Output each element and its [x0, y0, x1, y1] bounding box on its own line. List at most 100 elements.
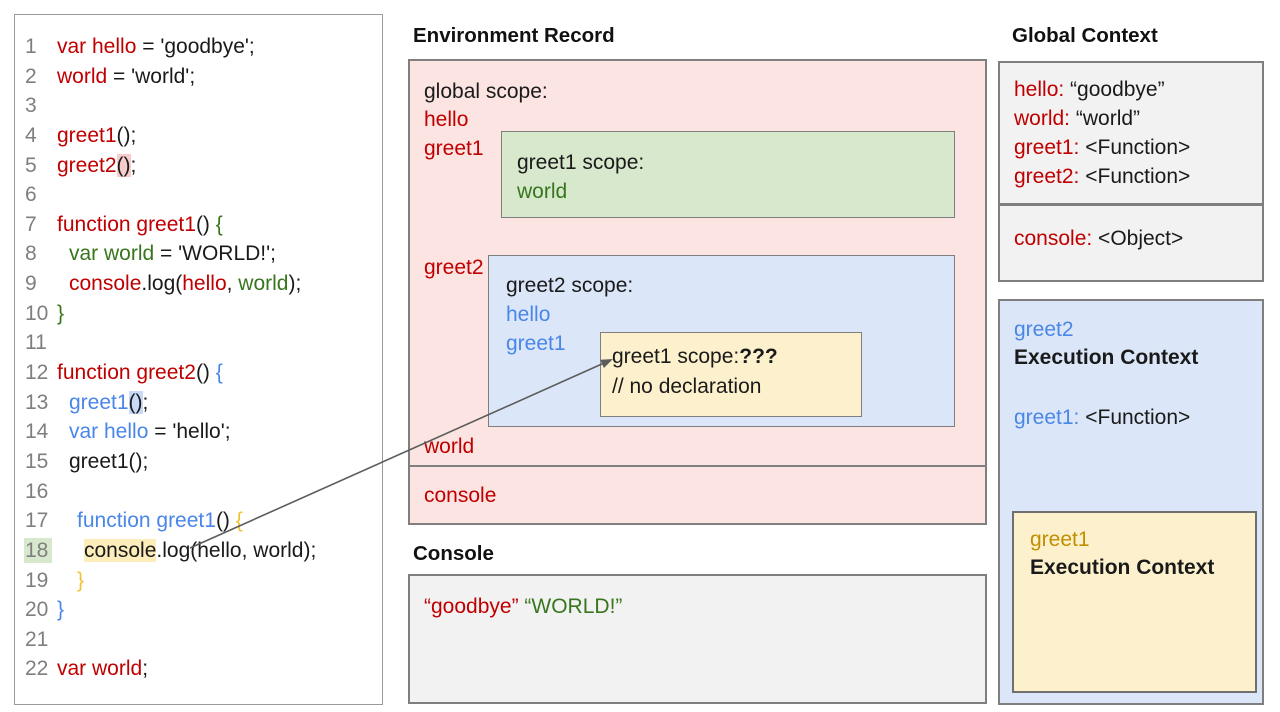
global-context-title: Global Context	[1012, 24, 1158, 47]
code-token: function greet2	[57, 361, 196, 385]
code-token: {	[215, 212, 223, 236]
code-token: = 'WORLD!';	[154, 242, 276, 266]
greet1-execution-context-label: Execution Context	[1030, 556, 1215, 579]
code-token: ,	[226, 272, 239, 296]
line-number: 5	[25, 153, 37, 177]
greet1-inner-scope-label: greet1 scope:???	[612, 345, 778, 369]
code-text: var hello = 'goodbye';	[57, 32, 382, 62]
code-token: ()	[195, 212, 216, 236]
context-entry-world: world: “world”	[1014, 107, 1140, 131]
code-token: world	[238, 272, 289, 296]
global-context-console-box	[998, 204, 1264, 282]
code-token: function greet1	[77, 509, 216, 533]
console-title: Console	[413, 542, 494, 565]
greet1-scope-var-world: world	[517, 180, 568, 203]
code-token: console	[69, 272, 142, 296]
code-text: function greet1() {	[57, 506, 382, 536]
entry-value: “world”	[1070, 107, 1141, 130]
line-number: 17	[25, 509, 49, 533]
entry-value: “goodbye”	[1064, 78, 1165, 101]
code-line: 13 greet1();	[15, 388, 382, 418]
greet1-scope-label: greet1 scope:	[517, 151, 645, 174]
line-number: 22	[25, 657, 49, 681]
line-number: 14	[25, 420, 49, 444]
code-text: var world = 'WORLD!';	[57, 239, 382, 269]
environment-record-title: Environment Record	[413, 24, 615, 47]
greet1-inner-scope-unknown: ???	[739, 345, 778, 368]
code-text: var hello = 'hello';	[57, 417, 382, 447]
entry-value: <Function>	[1079, 136, 1191, 159]
entry-value: <Function>	[1079, 406, 1191, 429]
code-token: greet2	[57, 153, 117, 177]
code-token: var hello	[69, 420, 149, 444]
line-number: 19	[25, 568, 49, 592]
code-text: function greet2() {	[57, 358, 382, 388]
code-line: 7 function greet1() {	[15, 210, 382, 240]
console-box	[408, 574, 987, 704]
line-number: 21	[25, 627, 49, 651]
code-token: var world	[57, 657, 143, 681]
code-line: 21	[15, 625, 382, 655]
console-var-label: console	[424, 484, 497, 507]
code-line: 10}	[15, 299, 382, 329]
var-world-label: world	[424, 435, 475, 458]
code-line: 3	[15, 91, 382, 121]
code-token: {	[235, 509, 243, 533]
entry-name: greet1:	[1014, 406, 1080, 429]
greet2-scope-var-hello: hello	[506, 303, 551, 326]
greet2-scope-var-greet1: greet1	[506, 332, 566, 355]
line-number: 1	[25, 35, 37, 58]
console-output-goodbye: “goodbye”	[424, 595, 519, 618]
entry-name: greet2:	[1014, 165, 1080, 188]
code-text: greet1();	[57, 388, 382, 418]
code-token: ();	[116, 123, 137, 147]
code-token: ;	[142, 657, 149, 681]
code-line: 16	[15, 477, 382, 507]
line-number: 10	[25, 301, 49, 325]
code-token: = 'world';	[107, 64, 196, 88]
code-token: function greet1	[57, 212, 196, 236]
code-token: greet1	[57, 123, 117, 147]
line-number: 18	[15, 536, 57, 566]
greet1-inner-scope-box	[600, 332, 862, 417]
code-token: .log(hello, world);	[156, 538, 317, 562]
code-token: ()	[116, 153, 131, 177]
code-token: );	[288, 272, 302, 296]
line-number: 7	[25, 212, 37, 236]
line-number: 12	[25, 361, 49, 385]
code-line: 15 greet1();	[15, 447, 382, 477]
code-token: ()	[128, 390, 143, 414]
code-line: 14 var hello = 'hello';	[15, 417, 382, 447]
code-line: 1 var hello = 'goodbye';	[15, 32, 382, 62]
entry-name: hello:	[1014, 78, 1065, 101]
code-token: = 'hello';	[148, 420, 231, 444]
greet1-inner-scope-text: greet1 scope:	[612, 345, 740, 368]
line-number: 8	[25, 242, 37, 266]
entry-name: world:	[1014, 107, 1071, 130]
code-text: world = 'world';	[57, 62, 382, 92]
code-token: .log(	[141, 272, 183, 296]
greet1-inner-scope-comment: // no declaration	[612, 375, 762, 398]
line-number: 15	[25, 449, 49, 473]
entry-value: <Function>	[1079, 165, 1191, 188]
context-entry-hello: hello: “goodbye”	[1014, 78, 1165, 102]
code-text: greet2();	[57, 151, 382, 181]
line-number: 13	[25, 390, 49, 414]
code-line: 17 function greet1() {	[15, 506, 382, 536]
greet2-context-name: greet2	[1014, 318, 1074, 341]
code-token: console	[84, 538, 157, 562]
code-line: 20}	[15, 595, 382, 625]
code-token: greet1();	[69, 449, 149, 473]
entry-name: greet1:	[1014, 136, 1080, 159]
code-token: ;	[130, 153, 137, 177]
code-text: console.log(hello, world);	[57, 536, 382, 566]
code-token: world	[57, 64, 108, 88]
code-token: }	[57, 301, 65, 325]
